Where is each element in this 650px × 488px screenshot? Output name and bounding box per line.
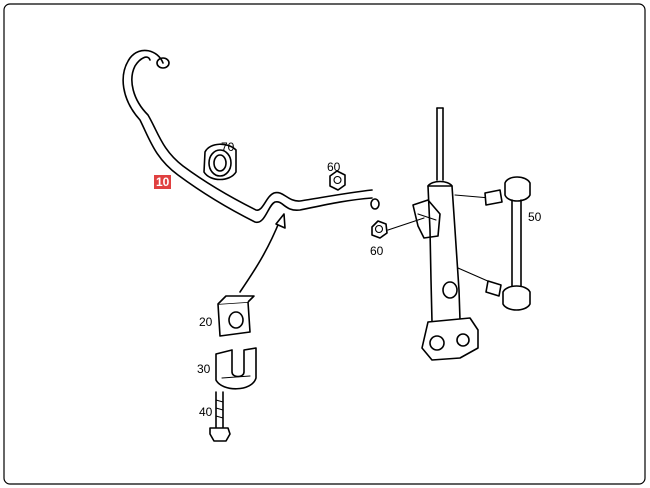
label-bushing-clamp[interactable]: 20 — [199, 315, 213, 329]
bushing-bracket[interactable] — [215, 347, 257, 390]
strut-assembly — [412, 107, 491, 361]
nut-upper[interactable] — [329, 170, 346, 191]
label-bolt[interactable]: 40 — [199, 405, 213, 419]
leader-line — [387, 217, 425, 231]
nut-lower[interactable] — [371, 220, 388, 239]
label-link[interactable]: 50 — [528, 210, 542, 224]
link-rod[interactable] — [484, 176, 531, 311]
label-nut-upper[interactable]: 60 — [327, 160, 341, 174]
stabilizer-bar[interactable] — [122, 49, 380, 223]
label-rubber-mount[interactable]: 70 — [221, 140, 235, 154]
label-stabilizer-bar[interactable]: 10 — [154, 175, 172, 189]
rubber-mount[interactable] — [203, 143, 237, 181]
arrow — [239, 213, 286, 293]
diagram-border — [3, 3, 646, 485]
label-bushing-bracket[interactable]: 30 — [197, 362, 211, 376]
bolt[interactable] — [209, 391, 231, 442]
label-nut-lower[interactable]: 60 — [370, 244, 384, 258]
bushing-clamp[interactable] — [217, 295, 255, 337]
